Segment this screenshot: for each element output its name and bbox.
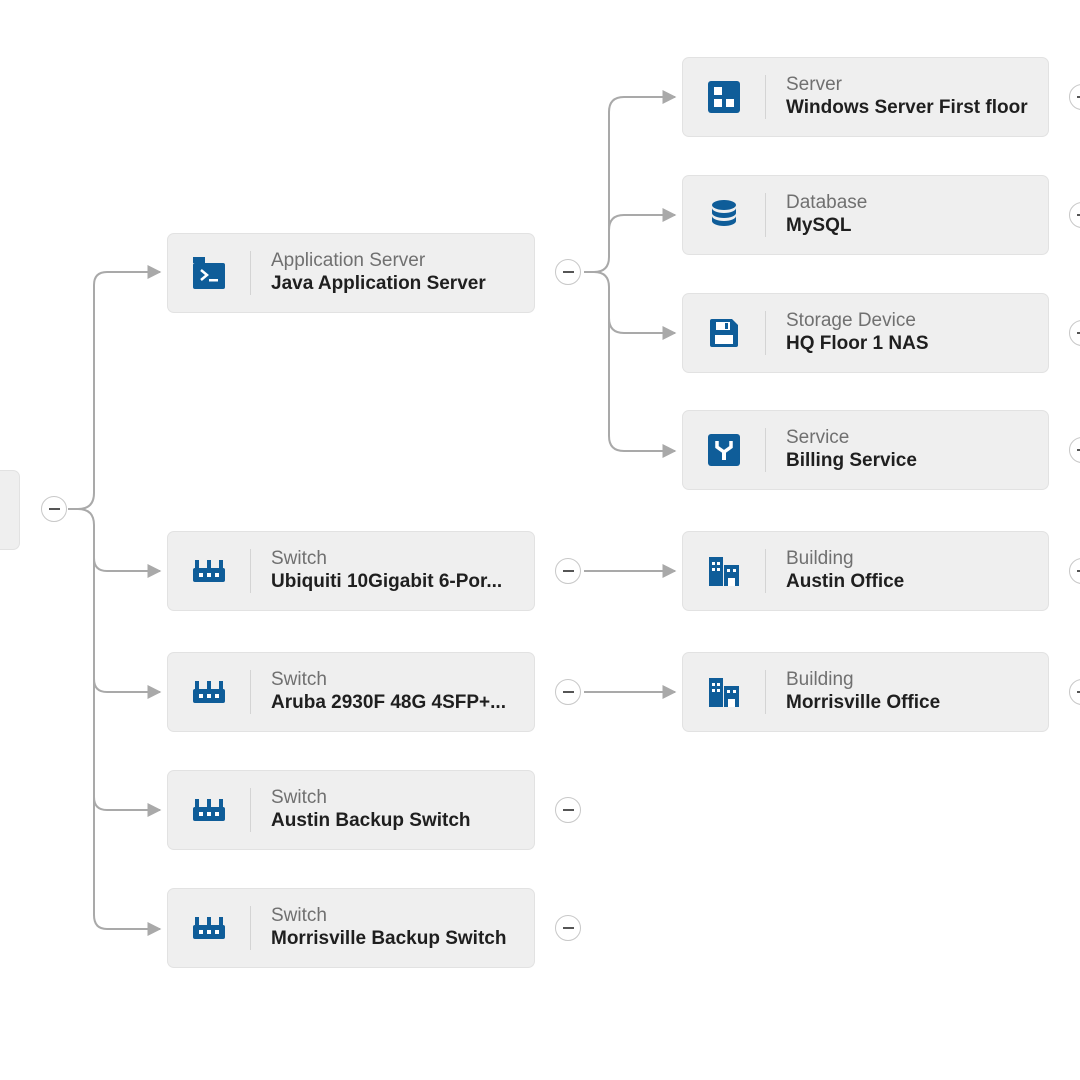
collapse-toggle-switch-austin-backup[interactable] [555,797,581,823]
server-icon [683,58,765,136]
node-divider [250,906,251,950]
connector-root-to-switch-2 [93,678,162,699]
node-name-label: Austin Backup Switch [271,810,471,831]
root-node[interactable] [0,470,20,550]
node-divider [765,193,766,237]
collapse-toggle-switch-morrisville-backup[interactable] [555,915,581,941]
database-icon [683,176,765,254]
node-storage-device[interactable]: Storage Device HQ Floor 1 NAS [682,293,1049,373]
node-divider [765,311,766,355]
node-name-label: Ubiquiti 10Gigabit 6-Por... [271,571,503,592]
connector-root-to-switch-3 [93,796,162,817]
node-building-morrisville[interactable]: Building Morrisville Office [682,652,1049,732]
node-name-label: HQ Floor 1 NAS [786,333,929,354]
node-switch-austin-backup[interactable]: Switch Austin Backup Switch [167,770,535,850]
collapse-toggle-switch-ubiquiti[interactable] [555,558,581,584]
connector-root-to-app-server [68,265,162,510]
node-type-label: Service [786,427,850,448]
node-divider [250,788,251,832]
node-name-label: MySQL [786,215,852,236]
connector-app-to-storage [608,317,677,340]
node-type-label: Application Server [271,250,426,271]
node-name-label: Austin Office [786,571,905,592]
service-icon [683,411,765,489]
collapse-toggle-application-server[interactable] [555,259,581,285]
node-divider [765,75,766,119]
node-divider [765,428,766,472]
storage-device-icon [683,294,765,372]
connector-root-to-switch-1 [93,557,162,578]
node-name-label: Aruba 2930F 48G 4SFP+... [271,692,506,713]
node-name-label: Morrisville Backup Switch [271,928,507,949]
node-type-label: Switch [271,548,327,569]
building-icon [683,532,765,610]
switch-icon [168,532,250,610]
connector-root-trunk-down [77,508,162,936]
node-name-label: Morrisville Office [786,692,941,713]
node-type-label: Server [786,74,842,95]
node-switch-morrisville-backup[interactable]: Switch Morrisville Backup Switch [167,888,535,968]
node-type-label: Building [786,548,854,569]
collapse-toggle-root[interactable] [41,496,67,522]
switch-icon [168,653,250,731]
node-type-label: Switch [271,669,327,690]
collapse-toggle-switch-aruba[interactable] [555,679,581,705]
node-switch-aruba[interactable]: Switch Aruba 2930F 48G 4SFP+... [167,652,535,732]
node-divider [765,549,766,593]
node-divider [250,251,251,295]
node-type-label: Switch [271,787,327,808]
node-name-label: Windows Server First floor [786,97,1028,118]
node-type-label: Storage Device [786,310,916,331]
node-divider [250,549,251,593]
switch-icon [168,889,250,967]
node-type-label: Database [786,192,868,213]
node-name-label: Java Application Server [271,273,486,294]
node-server[interactable]: Server Windows Server First floor [682,57,1049,137]
node-switch-ubiquiti[interactable]: Switch Ubiquiti 10Gigabit 6-Por... [167,531,535,611]
connector-app-to-server [584,90,677,273]
node-divider [765,670,766,714]
building-icon [683,653,765,731]
application-server-icon [168,234,250,312]
node-type-label: Switch [271,905,327,926]
node-building-austin[interactable]: Building Austin Office [682,531,1049,611]
node-application-server[interactable]: Application Server Java Application Serv… [167,233,535,313]
node-divider [250,670,251,714]
connector-app-trunk-down [593,271,677,458]
node-name-label: Billing Service [786,450,917,471]
connector-app-to-database [608,208,677,231]
node-type-label: Building [786,669,854,690]
node-service[interactable]: Service Billing Service [682,410,1049,490]
switch-icon [168,771,250,849]
node-database[interactable]: Database MySQL [682,175,1049,255]
